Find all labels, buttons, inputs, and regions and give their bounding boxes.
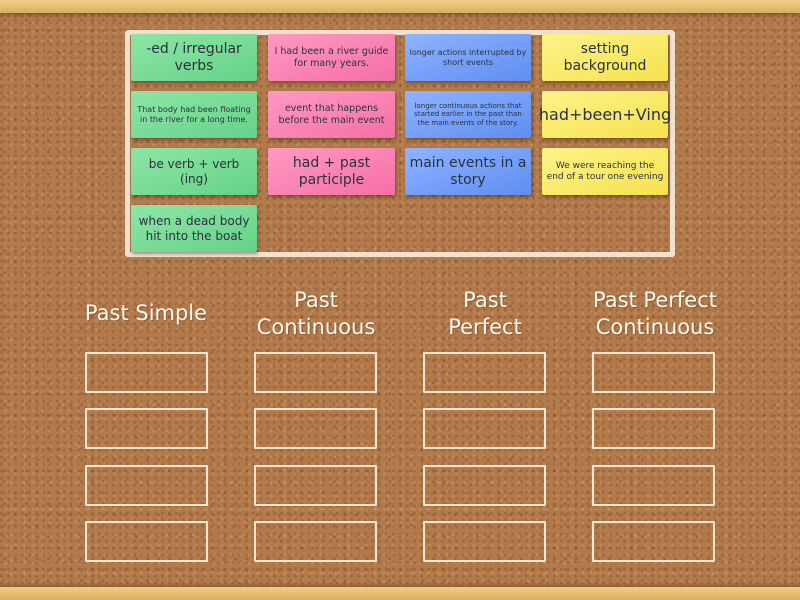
drop-slot-past-perfect-continuous-2[interactable] xyxy=(592,408,715,449)
drop-slot-past-perfect-continuous-1[interactable] xyxy=(592,352,715,393)
board-frame-top xyxy=(0,0,800,13)
drop-slot-past-continuous-2[interactable] xyxy=(254,408,377,449)
drop-slot-past-perfect-1[interactable] xyxy=(423,352,546,393)
card-reaching-end-of-tour[interactable]: We were reaching the end of a tour one e… xyxy=(542,148,668,195)
card-ed-irregular-verbs[interactable]: -ed / irregular verbs xyxy=(131,34,257,81)
group-title-past-perfect-continuous: Past Perfect Continuous xyxy=(592,288,717,340)
card-had-been-ving[interactable]: had+been+Ving xyxy=(539,91,671,138)
card-be-verb-ing[interactable]: be verb + verb (ing) xyxy=(131,148,257,195)
drop-slot-past-continuous-4[interactable] xyxy=(254,521,377,562)
card-river-guide[interactable]: I had been a river guide for many years. xyxy=(268,34,395,81)
drop-slot-past-simple-3[interactable] xyxy=(85,465,208,506)
drop-slot-past-simple-4[interactable] xyxy=(85,521,208,562)
drop-slot-past-simple-1[interactable] xyxy=(85,352,208,393)
card-longer-actions-interrupted[interactable]: longer actions interrupted by short even… xyxy=(405,34,531,81)
card-event-before-main[interactable]: event that happens before the main event xyxy=(268,91,395,138)
drop-slot-past-perfect-3[interactable] xyxy=(423,465,546,506)
drop-slot-past-continuous-1[interactable] xyxy=(254,352,377,393)
card-setting-background[interactable]: setting background xyxy=(542,34,668,81)
group-title-past-perfect: Past Perfect xyxy=(448,288,522,340)
board-frame-bottom xyxy=(0,587,800,600)
drop-slot-past-simple-2[interactable] xyxy=(85,408,208,449)
card-main-events[interactable]: main events in a story xyxy=(405,148,531,195)
group-title-past-simple: Past Simple xyxy=(84,301,208,325)
drop-slot-past-perfect-continuous-4[interactable] xyxy=(592,521,715,562)
card-had-past-participle[interactable]: had + past participle xyxy=(268,148,395,195)
card-longer-continuous-actions[interactable]: longer continuous actions that started e… xyxy=(405,91,531,138)
card-dead-body-hit-boat[interactable]: when a dead body hit into the boat xyxy=(131,205,257,252)
drop-slot-past-continuous-3[interactable] xyxy=(254,465,377,506)
card-tray xyxy=(125,30,675,257)
drop-slot-past-perfect-continuous-3[interactable] xyxy=(592,465,715,506)
card-body-floating[interactable]: That body had been floating in the river… xyxy=(131,91,257,138)
drop-slot-past-perfect-2[interactable] xyxy=(423,408,546,449)
drop-slot-past-perfect-4[interactable] xyxy=(423,521,546,562)
group-title-past-continuous: Past Continuous xyxy=(256,288,376,340)
